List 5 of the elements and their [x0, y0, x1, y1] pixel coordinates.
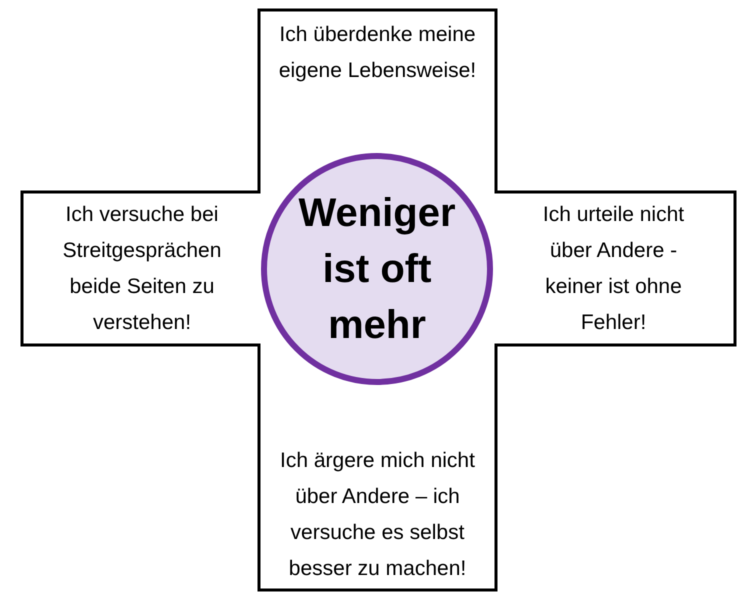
statement-text: Ich urteile nicht über Andere - keiner ist ohne Fehler!: [542, 202, 686, 336]
motto-text: Weniger ist oft mehr: [297, 190, 457, 349]
statement-text: Ich überdenke meine eigene Lebensweise!: [278, 22, 478, 84]
statement-text: Ich versuche bei Streitgesprächen beide Seiten zu verstehen!: [62, 202, 222, 336]
statement-text: Ich ärgere mich nicht über Andere – ich versuche es selbst besser zu machen!: [279, 448, 476, 582]
